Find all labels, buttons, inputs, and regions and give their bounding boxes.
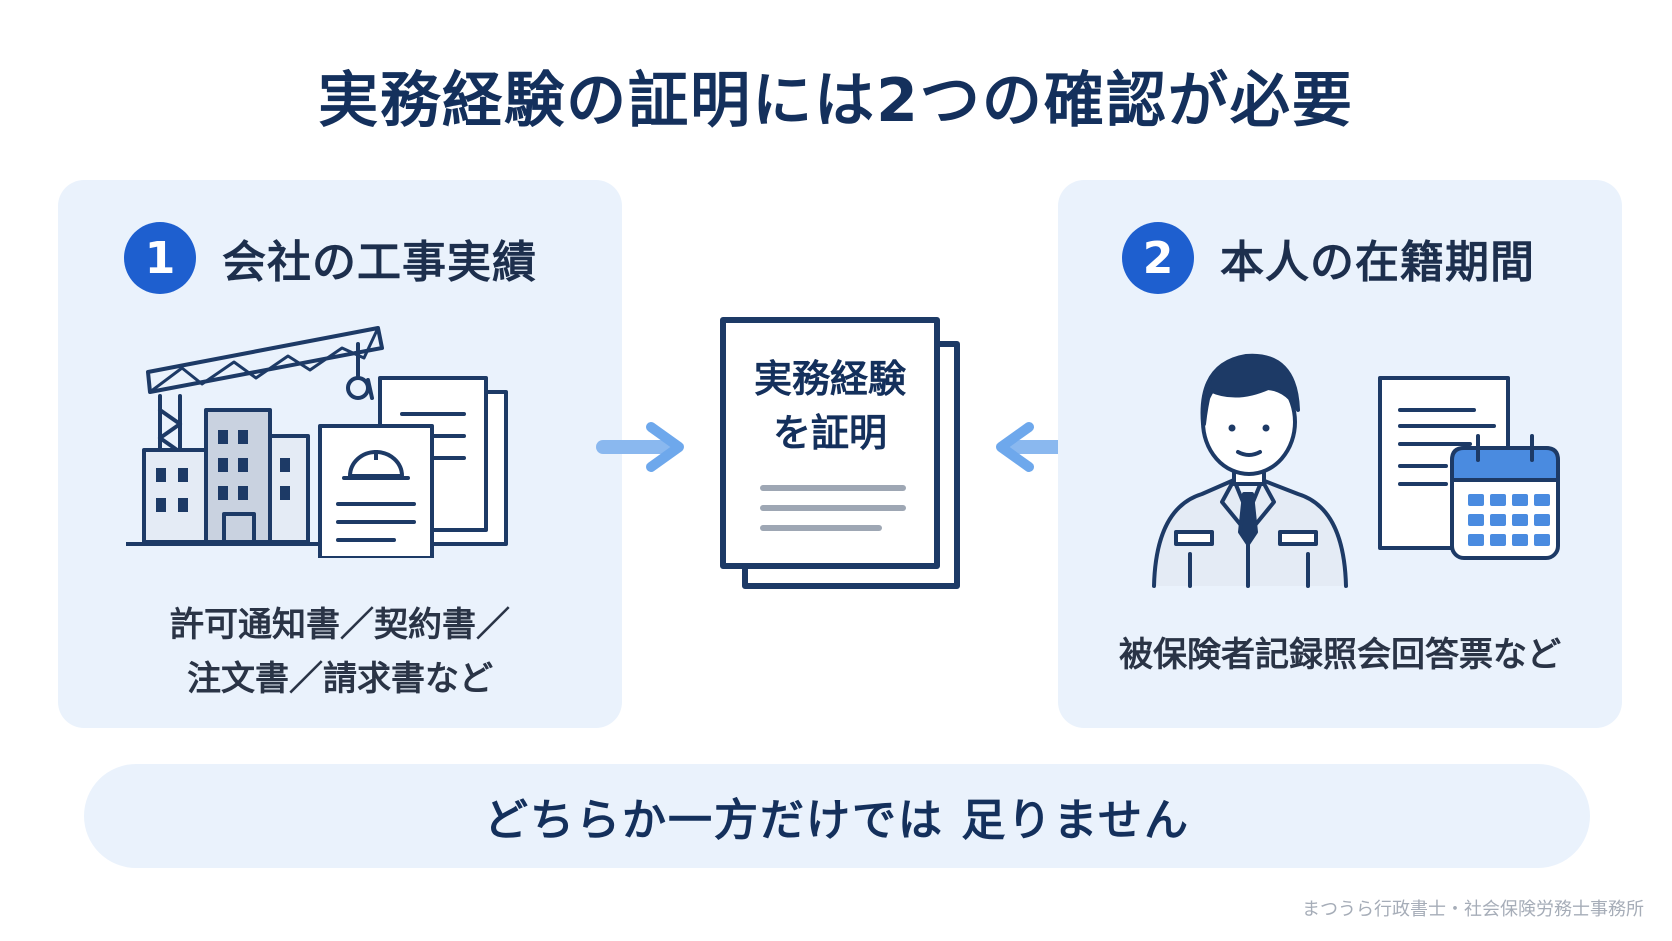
arrow-right-icon <box>596 422 684 472</box>
employment-period-illustration <box>1140 318 1560 592</box>
step-number-2: 2 <box>1122 222 1194 294</box>
helmet-document-icon <box>318 424 434 560</box>
company-record-caption: 許可通知書／契約書／ 注文書／請求書など <box>58 598 622 706</box>
worker-person-icon <box>1152 353 1348 588</box>
page-title: 実務経験の証明には2つの確認が必要 <box>318 66 1354 136</box>
certificate-text-line-1: 実務経験 <box>754 357 907 401</box>
certificate-text-line-2: を証明 <box>773 411 887 455</box>
step-number-1: 1 <box>124 222 196 294</box>
conclusion-banner: どちらか一方だけでは 足りません <box>84 764 1590 868</box>
calendar-icon <box>1450 434 1560 560</box>
employment-period-header: 2 本人の在籍期間 <box>1122 222 1535 294</box>
company-record-card: 1 会社の工事実績 <box>58 180 622 728</box>
company-record-title: 会社の工事実績 <box>222 237 537 288</box>
company-record-header: 1 会社の工事実績 <box>124 222 537 294</box>
caption-line-2: 注文書／請求書など <box>187 659 493 699</box>
employment-period-title: 本人の在籍期間 <box>1220 237 1535 288</box>
office-credit: まつうら行政書士・社会保険労務士事務所 <box>1302 899 1644 920</box>
company-record-illustration <box>124 318 564 562</box>
employment-period-card: 2 本人の在籍期間 <box>1058 180 1622 728</box>
building-icon <box>126 408 364 546</box>
certificate-document-icon: 実務経験 を証明 <box>715 312 965 598</box>
employment-period-caption: 被保険者記録照会回答票など <box>1119 635 1561 675</box>
caption-line-1: 許可通知書／契約書／ <box>170 605 510 645</box>
